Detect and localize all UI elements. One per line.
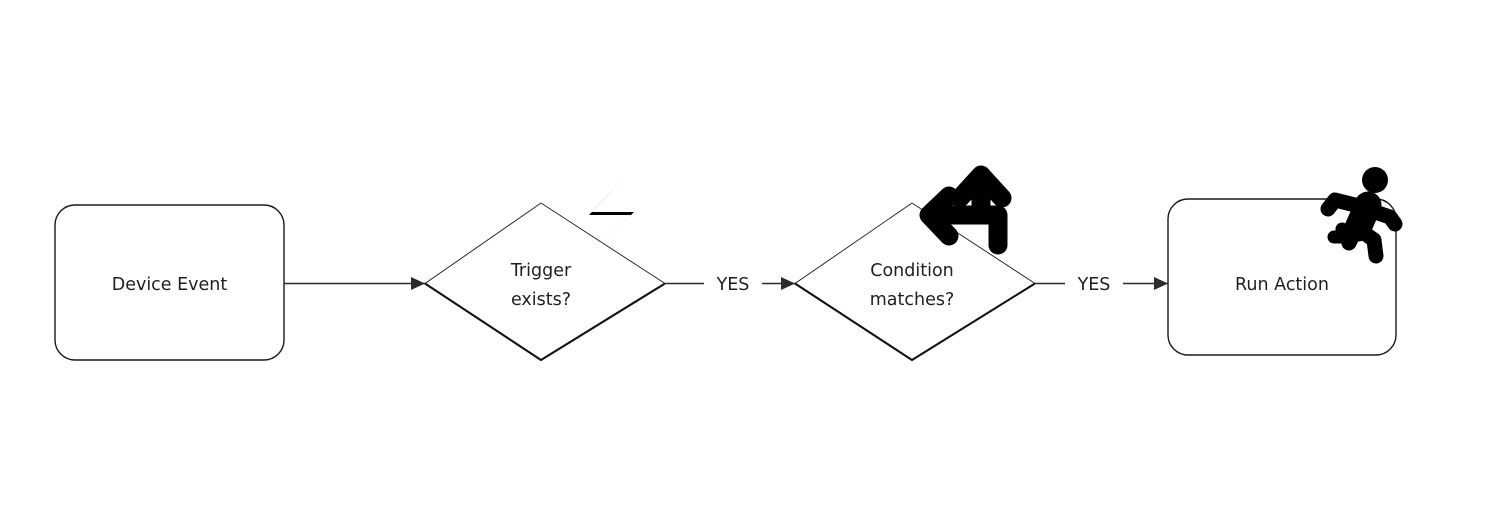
device-event-label: Device Event [112, 275, 228, 295]
branch-arrow-icon [919, 165, 1012, 255]
trigger-exists-label-line1: Trigger [510, 261, 572, 281]
running-person-icon [1320, 167, 1403, 264]
running-person-leg-rear [1341, 223, 1363, 251]
condition-diamond-shape-dark [794, 282, 1036, 362]
branch-arrow-left-head [919, 186, 959, 246]
trigger-diamond-shape-dark [424, 282, 666, 362]
condition-matches-label-line2: matches? [870, 290, 955, 310]
edge-trigger-to-condition: YES [665, 275, 795, 295]
trigger-diamond-shape-light[interactable] [424, 202, 666, 284]
node-condition-matches[interactable]: Condition matches? [794, 202, 1036, 362]
running-person-arm-front [1364, 203, 1403, 232]
trigger-exists-label-line2: exists? [511, 290, 571, 310]
edge-condition-to-action: YES [1035, 275, 1168, 295]
running-person-head [1362, 167, 1388, 193]
node-trigger-exists[interactable]: Trigger exists? [424, 202, 666, 362]
edge-condition-to-action-arrowhead [1154, 277, 1168, 290]
lightning-bolt-icon [588, 171, 634, 259]
edge-trigger-to-condition-label: YES [716, 275, 750, 295]
run-action-label: Run Action [1235, 275, 1329, 295]
running-person-arm-back [1320, 192, 1367, 217]
edge-event-to-trigger-arrowhead [411, 277, 425, 290]
edge-event-to-trigger [284, 277, 425, 290]
node-device-event[interactable]: Device Event [54, 204, 285, 361]
condition-matches-label-line1: Condition [870, 261, 954, 281]
branch-arrow-up-head [950, 165, 1012, 208]
edge-trigger-to-condition-arrowhead [781, 277, 795, 290]
condition-diamond-shape-light[interactable] [794, 202, 1036, 284]
running-person-leg-front [1352, 222, 1384, 264]
edge-condition-to-action-label: YES [1077, 275, 1111, 295]
device-event-shape[interactable] [54, 204, 285, 361]
running-person-shoe [1327, 222, 1351, 244]
